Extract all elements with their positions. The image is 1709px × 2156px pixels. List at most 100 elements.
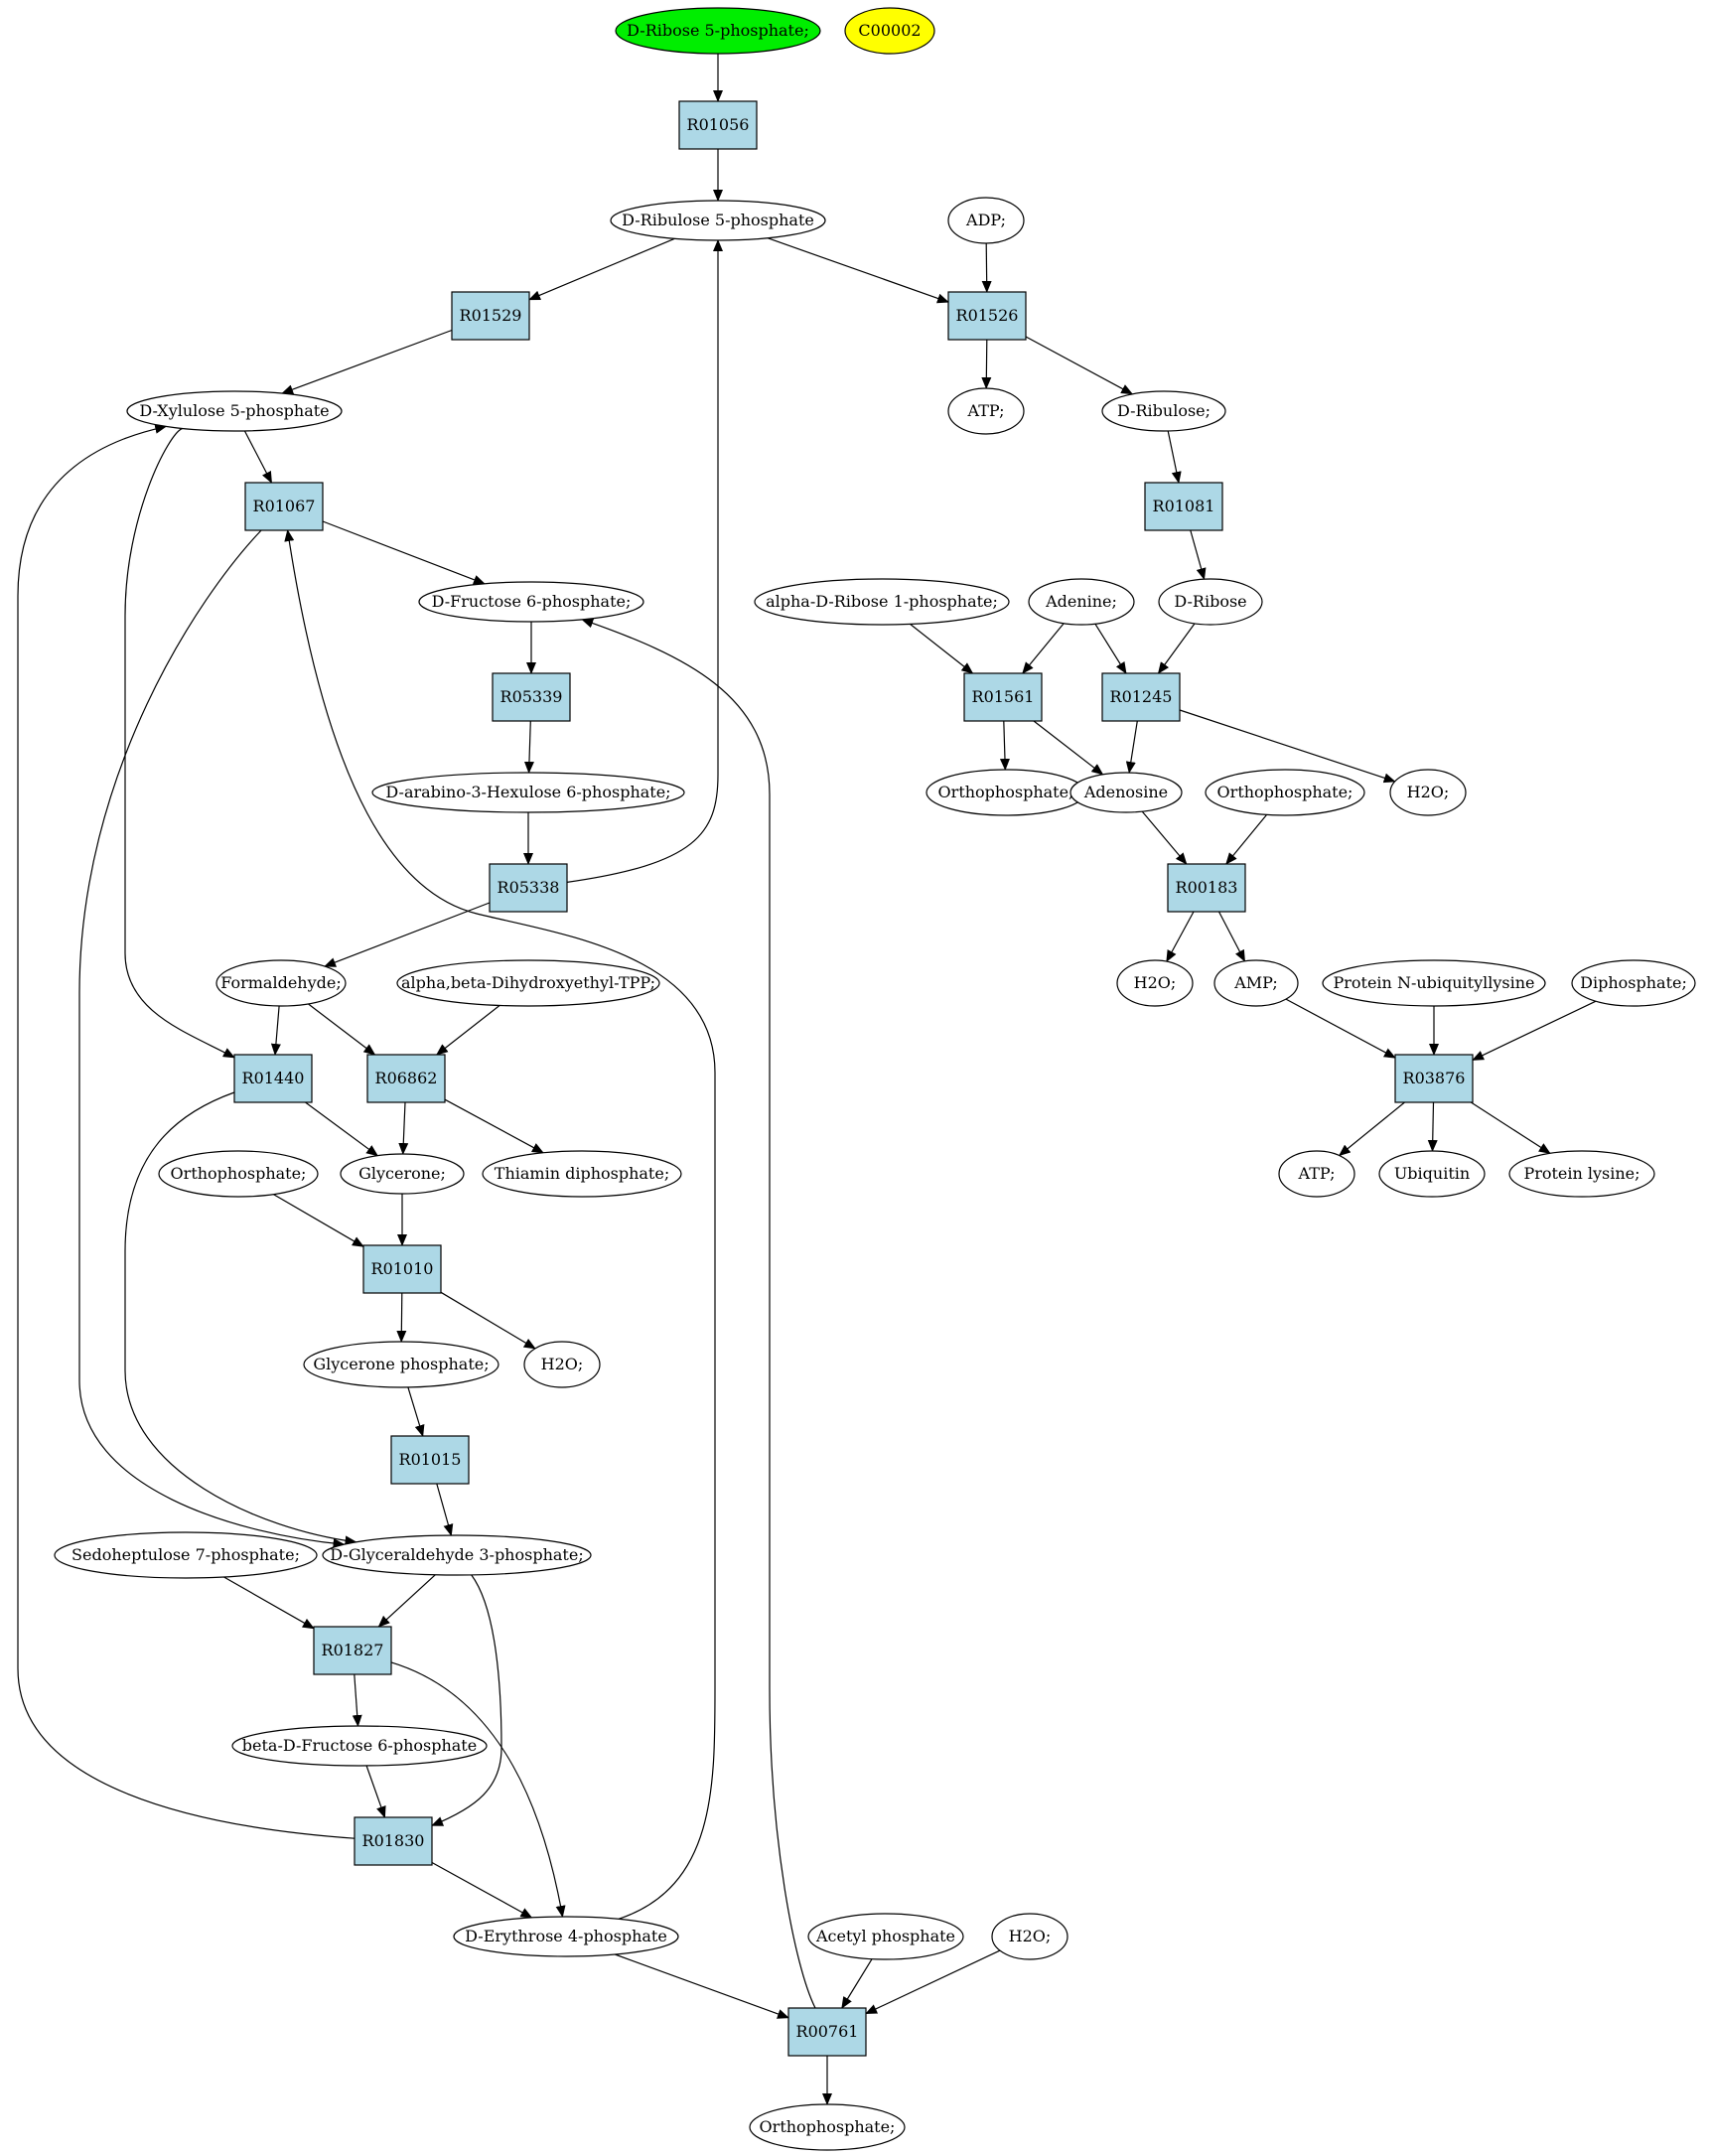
compound-node-c_bfructose6p[interactable]: beta-D-Fructose 6-phosphate	[231, 1725, 488, 1767]
reaction-node-r_R00761[interactable]: R00761	[787, 2007, 867, 2057]
compound-ellipse	[322, 1534, 592, 1576]
edge-r_R00183-to-c_amp	[1217, 911, 1246, 962]
edge-r_R01561-to-c_adenosine	[1033, 720, 1104, 776]
compound-ellipse	[1322, 959, 1546, 1007]
node-label: R01015	[399, 1450, 462, 1469]
compound-node-c_xylulose5p[interactable]: D-Xylulose 5-phosphate	[126, 390, 343, 432]
node-label: Adenosine	[1083, 783, 1168, 801]
reaction-node-r_R01440[interactable]: R01440	[233, 1054, 313, 1103]
compound-node-c_proteinlysine[interactable]: Protein lysine;	[1508, 1150, 1655, 1198]
node-label: AMP;	[1233, 973, 1278, 992]
compound-node-c_ubiquitin[interactable]: Ubiquitin	[1378, 1150, 1486, 1198]
compound-node-c_dihydroxyethyltpp[interactable]: alpha,beta-Dihydroxyethyl-TPP;	[396, 959, 660, 1007]
edge-r_R01830-to-c_xylulose5p	[17, 423, 356, 1839]
edge-c_orthoP3-to-r_R01010	[273, 1194, 364, 1247]
reaction-box	[244, 482, 324, 531]
edge-c_formaldehyde-to-r_R06862	[308, 1003, 376, 1056]
reaction-node-r_R01830[interactable]: R01830	[354, 1816, 433, 1866]
compound-node-c_acetylP[interactable]: Acetyl phosphate	[807, 1913, 964, 1960]
compound-node-c_h2o2[interactable]: H2O;	[1116, 959, 1194, 1007]
edge-c_erythrose4p-to-r_R00761	[615, 1953, 789, 2019]
compound-node-c_glycerone[interactable]: Glycerone;	[340, 1153, 465, 1195]
compound-node-c_c00002[interactable]: C00002	[844, 7, 935, 55]
compound-node-c_h2o3[interactable]: H2O;	[523, 1341, 601, 1388]
compound-node-c_h2o1[interactable]: H2O;	[1389, 769, 1467, 816]
compound-ellipse	[749, 2103, 906, 2151]
compound-node-c_protubq[interactable]: Protein N-ubiquityllysine	[1322, 959, 1546, 1007]
compound-node-c_glyceraldehyde3p[interactable]: D-Glyceraldehyde 3-phosphate;	[322, 1534, 592, 1576]
reaction-node-r_R01056[interactable]: R01056	[678, 100, 758, 150]
compound-node-c_orthoP3[interactable]: Orthophosphate;	[158, 1150, 319, 1198]
compound-node-c_adenosine[interactable]: Adenosine	[1069, 772, 1183, 813]
reaction-node-r_R06862[interactable]: R06862	[366, 1054, 446, 1103]
compound-node-c_fructose6p[interactable]: D-Fructose 6-phosphate;	[418, 581, 644, 623]
edge-r_R01526-to-c_atp1	[981, 339, 992, 389]
compound-node-c_erythrose4p[interactable]: D-Erythrose 4-phosphate	[453, 1916, 679, 1957]
edge-c_glyceroneP-to-r_R01015	[407, 1386, 425, 1437]
compound-node-c_h2o4[interactable]: H2O;	[991, 1913, 1068, 1960]
compound-node-c_amp[interactable]: AMP;	[1213, 959, 1299, 1007]
compound-node-c_ribose5p[interactable]: D-Ribose 5-phosphate;	[615, 7, 821, 55]
edge-c_ribulose5p-to-r_R01526	[767, 237, 949, 304]
compound-ellipse	[1158, 578, 1263, 626]
compound-node-c_adenine[interactable]: Adenine;	[1028, 578, 1135, 626]
reaction-node-r_R01067[interactable]: R01067	[244, 482, 324, 531]
compound-node-c_adp[interactable]: ADP;	[947, 197, 1025, 244]
reaction-node-r_R05339[interactable]: R05339	[492, 672, 571, 722]
reaction-node-r_R03876[interactable]: R03876	[1394, 1054, 1474, 1103]
compound-node-c_ribulose5p[interactable]: D-Ribulose 5-phosphate	[610, 200, 826, 241]
compound-ellipse	[396, 959, 660, 1007]
compound-node-c_sedoheptulose7p[interactable]: Sedoheptulose 7-phosphate;	[54, 1531, 318, 1579]
edge-c_glyceraldehyde3p-to-r_R01827	[377, 1574, 436, 1628]
compound-node-c_diphosphate[interactable]: Diphosphate;	[1571, 959, 1696, 1007]
reaction-box	[390, 1435, 470, 1485]
edge-r_R01440-to-c_glyceraldehyde3p	[124, 1091, 357, 1546]
reaction-node-r_R00183[interactable]: R00183	[1167, 863, 1246, 913]
edge-r_R01529-to-c_xylulose5p	[281, 329, 453, 394]
compound-node-c_atp1[interactable]: ATP;	[947, 387, 1025, 435]
reaction-node-r_R01245[interactable]: R01245	[1101, 672, 1181, 722]
reaction-node-r_R01529[interactable]: R01529	[451, 291, 530, 341]
reaction-box	[963, 672, 1043, 722]
edge-r_R01245-to-c_h2o1	[1179, 709, 1396, 784]
reaction-node-r_R01526[interactable]: R01526	[947, 291, 1027, 341]
node-label: R01440	[242, 1069, 305, 1087]
compound-node-c_atp2[interactable]: ATP;	[1278, 1150, 1355, 1198]
reaction-node-r_R01827[interactable]: R01827	[313, 1626, 392, 1675]
compound-node-c_glyceroneP[interactable]: Glycerone phosphate;	[303, 1341, 499, 1388]
node-label: R01561	[972, 687, 1035, 706]
compound-ellipse	[1069, 772, 1183, 813]
edge-r_R01067-to-c_glyceraldehyde3p	[78, 529, 346, 1549]
edge-c_dihydroxyethyltpp-to-r_R06862	[436, 1004, 500, 1056]
compound-node-c_formaldehyde[interactable]: Formaldehyde;	[215, 959, 347, 1007]
node-label: R05339	[500, 687, 563, 706]
reaction-node-r_R01010[interactable]: R01010	[362, 1244, 442, 1294]
compound-node-c_dribose[interactable]: D-Ribose	[1158, 578, 1263, 626]
node-label: C00002	[858, 21, 921, 40]
compound-node-c_aribose1p[interactable]: alpha-D-Ribose 1-phosphate;	[754, 578, 1010, 626]
compound-node-c_thiamindp[interactable]: Thiamin diphosphate;	[482, 1150, 682, 1198]
compound-node-c_orthoP2[interactable]: Orthophosphate;	[1205, 769, 1365, 816]
compound-ellipse	[1213, 959, 1299, 1007]
node-label: Protein N-ubiquityllysine	[1333, 973, 1534, 992]
edge-r_R01015-to-c_glyceraldehyde3p	[436, 1483, 454, 1536]
compound-node-c_orthoP1[interactable]: Orthophosphate;	[926, 769, 1086, 816]
node-label: R01245	[1110, 687, 1173, 706]
reaction-node-r_R01015[interactable]: R01015	[390, 1435, 470, 1485]
edge-c_aribose1p-to-r_R01561	[910, 623, 974, 674]
reaction-node-r_R05338[interactable]: R05338	[489, 863, 568, 913]
reaction-box	[451, 291, 530, 341]
compound-ellipse	[754, 578, 1010, 626]
reaction-box	[366, 1054, 446, 1103]
node-label: ATP;	[967, 401, 1005, 420]
reaction-box	[313, 1626, 392, 1675]
compound-ellipse	[1278, 1150, 1355, 1198]
node-label: Glycerone;	[358, 1164, 446, 1183]
reaction-node-r_R01561[interactable]: R01561	[963, 672, 1043, 722]
node-label: H2O;	[1407, 783, 1450, 801]
compound-node-c_orthoP4[interactable]: Orthophosphate;	[749, 2103, 906, 2151]
compound-node-c_ribulose[interactable]: D-Ribulose;	[1101, 390, 1226, 432]
reaction-node-r_R01081[interactable]: R01081	[1144, 482, 1223, 531]
edge-r_R03876-to-c_ubiquitin	[1427, 1101, 1438, 1152]
compound-node-c_hexulose6p[interactable]: D-arabino-3-Hexulose 6-phosphate;	[371, 772, 685, 813]
